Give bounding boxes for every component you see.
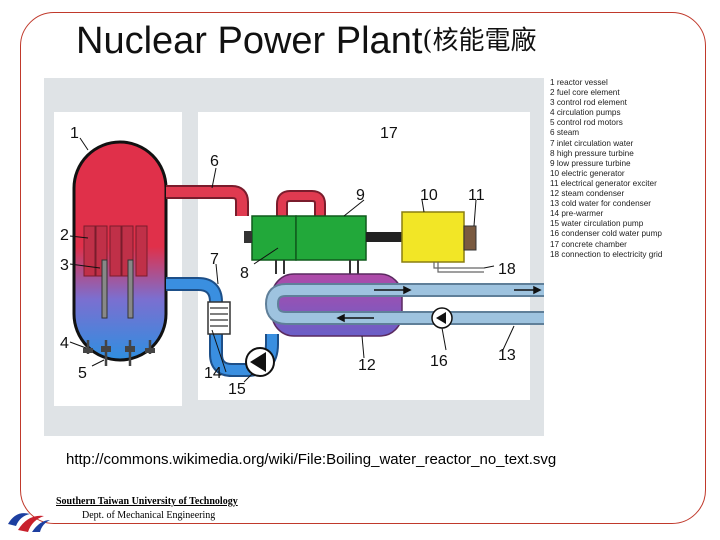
legend-item: 12 steam condenser <box>550 189 625 199</box>
diagram-label-2: 2 <box>60 227 69 244</box>
source-link[interactable]: http://commons.wikimedia.org/wiki/File:B… <box>66 451 557 468</box>
diagram-label-15: 15 <box>228 381 246 398</box>
legend-item: 18 connection to electricity grid <box>550 249 663 259</box>
diagram-label-5: 5 <box>78 365 87 382</box>
slide-title: Nuclear Power Plant(核能電廠 <box>76 20 537 63</box>
diagram-label-16: 16 <box>430 353 448 370</box>
leader-lines <box>69 137 515 383</box>
generator-shaft <box>366 232 402 242</box>
diagram-label-10: 10 <box>420 187 438 204</box>
diagram-label-18: 18 <box>498 261 516 278</box>
legend-item: 7 inlet circulation water <box>550 138 634 148</box>
turbine-shaft <box>244 231 252 243</box>
high-pressure-turbine <box>251 215 297 261</box>
pre-warmer <box>207 301 231 335</box>
diagram-label-9: 9 <box>356 187 365 204</box>
fuel-element <box>109 225 122 277</box>
diagram-label-6: 6 <box>210 153 219 170</box>
generator-exciter <box>463 225 477 251</box>
diagram-label-8: 8 <box>240 265 249 282</box>
grid-connection <box>433 262 484 273</box>
university-logo-icon <box>8 513 50 532</box>
school-name: Southern Taiwan University of Technology <box>56 496 238 507</box>
legend-item: 13 cold water for condenser <box>550 199 652 209</box>
low-pressure-turbine <box>295 215 367 261</box>
diagram-label-14: 14 <box>204 365 222 382</box>
legend-item: 17 concrete chamber <box>550 239 627 249</box>
control-rod-motor-caps <box>83 346 155 353</box>
diagram-label-17: 17 <box>380 125 398 142</box>
diagram-label-7: 7 <box>210 251 219 268</box>
legend-item: 10 electric generator <box>550 168 625 178</box>
diagram-label-3: 3 <box>60 257 69 274</box>
title-main: Nuclear Power Plant <box>76 20 423 62</box>
title-cjk: (核能電廠 <box>422 26 537 56</box>
legend-item: 3 control rod element <box>550 98 627 108</box>
legend-item: 15 water circulation pump <box>550 219 644 229</box>
flow-arrows <box>336 285 542 323</box>
control-rod <box>101 259 108 319</box>
legend-item: 11 electrical generator exciter <box>550 178 657 188</box>
legend-item: 1 reactor vessel <box>550 78 608 87</box>
fuel-element <box>135 225 148 277</box>
control-rod <box>127 259 134 319</box>
legend-item: 16 condenser cold water pump <box>550 229 662 239</box>
diagram-label-13: 13 <box>498 347 516 364</box>
bwr-diagram: 1 2 3 4 5 6 7 8 9 10 11 12 13 14 15 16 1… <box>44 78 544 436</box>
electric-generator <box>401 211 465 263</box>
diagram-label-1: 1 <box>70 125 79 142</box>
diagram-label-4: 4 <box>60 335 69 352</box>
legend-item: 9 low pressure turbine <box>550 158 631 168</box>
legend-item: 6 steam <box>550 128 580 138</box>
legend-item: 2 fuel core element <box>550 88 620 98</box>
legend-item: 5 control rod motors <box>550 118 623 128</box>
legend-item: 4 circulation pumps <box>550 108 621 118</box>
fuel-element <box>83 225 96 277</box>
diagram-label-11: 11 <box>468 187 485 204</box>
legend-item: 8 high pressure turbine <box>550 148 634 158</box>
turbine-drains <box>275 260 359 274</box>
slide-frame <box>20 12 706 524</box>
department-name: Dept. of Mechanical Engineering <box>82 510 216 521</box>
diagram-legend: 1 reactor vessel 2 fuel core element 3 c… <box>550 78 710 260</box>
diagram-label-12: 12 <box>358 357 376 374</box>
legend-item: 14 pre-warmer <box>550 209 604 219</box>
